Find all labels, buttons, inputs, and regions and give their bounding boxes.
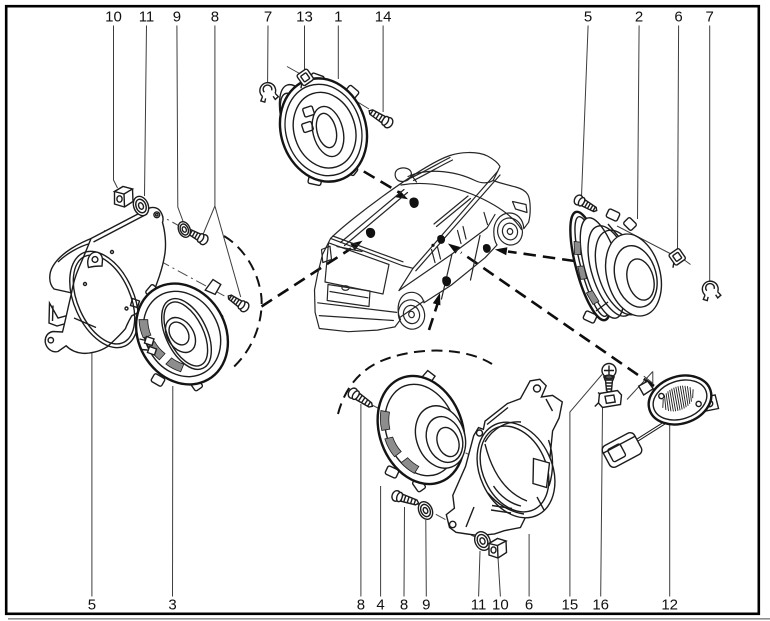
svg-text:5: 5 xyxy=(88,597,96,614)
svg-text:11: 11 xyxy=(139,9,155,26)
svg-text:1: 1 xyxy=(334,9,342,26)
svg-text:14: 14 xyxy=(375,9,392,26)
svg-text:8: 8 xyxy=(211,9,219,26)
svg-text:2: 2 xyxy=(635,9,643,26)
svg-text:7: 7 xyxy=(706,9,714,26)
svg-text:9: 9 xyxy=(173,9,181,26)
svg-text:13: 13 xyxy=(296,9,313,26)
svg-text:7: 7 xyxy=(264,9,272,26)
svg-text:6: 6 xyxy=(674,9,682,26)
svg-text:9: 9 xyxy=(422,597,430,614)
svg-text:6: 6 xyxy=(525,597,533,614)
svg-text:16: 16 xyxy=(592,597,609,614)
svg-text:4: 4 xyxy=(376,597,384,614)
svg-text:11: 11 xyxy=(471,597,487,614)
svg-text:3: 3 xyxy=(168,597,176,614)
svg-text:15: 15 xyxy=(562,597,579,614)
svg-text:8: 8 xyxy=(357,597,365,614)
svg-text:10: 10 xyxy=(105,9,122,26)
svg-text:5: 5 xyxy=(584,9,592,26)
svg-text:8: 8 xyxy=(400,597,408,614)
svg-text:10: 10 xyxy=(492,597,509,614)
svg-text:12: 12 xyxy=(661,597,678,614)
